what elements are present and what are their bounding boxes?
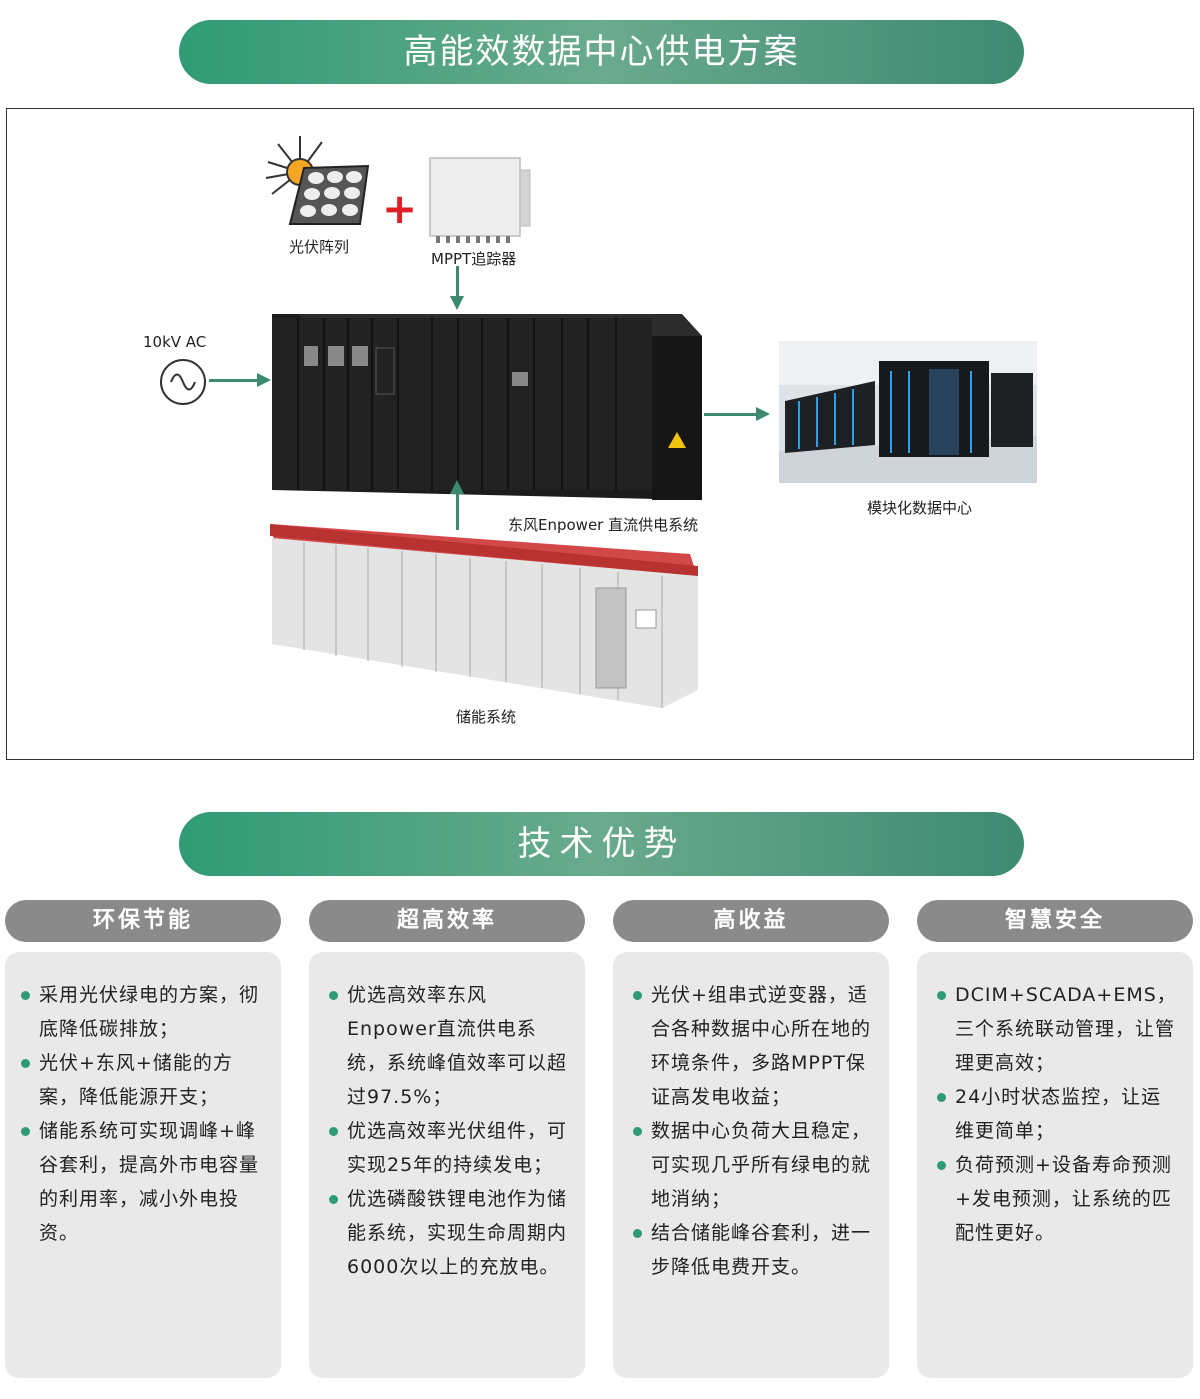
mppt-label: MPPT追踪器 bbox=[431, 250, 517, 268]
list-item: 优选高效率光伏组件，可实现25年的持续发电； bbox=[327, 1114, 571, 1182]
mppt-tracker-image bbox=[429, 157, 531, 243]
datacenter-image bbox=[779, 341, 1037, 483]
arrow-mppt-to-dc bbox=[450, 266, 464, 310]
col-heading-smart-safety: 智慧安全 bbox=[917, 900, 1193, 942]
diagram-frame bbox=[6, 108, 1194, 760]
list-item: 优选磷酸铁锂电池作为储能系统，实现生命周期内6000次以上的充放电。 bbox=[327, 1182, 571, 1284]
ac-label: 10kV AC bbox=[143, 333, 207, 351]
energy-storage-image bbox=[270, 524, 698, 708]
col-body-efficiency: 优选高效率东风Enpower直流供电系统，系统峰值效率可以超过97.5%； 优选… bbox=[309, 952, 585, 1378]
dc-system-label: 东风Enpower 直流供电系统 bbox=[508, 516, 699, 534]
arrow-storage-to-dc bbox=[450, 480, 464, 530]
storage-label: 储能系统 bbox=[456, 708, 517, 726]
advantages-title: 技术优势 bbox=[517, 824, 686, 864]
list-item: 光伏+组串式逆变器，适合各种数据中心所在地的环境条件，多路MPPT保证高发电收益… bbox=[631, 978, 875, 1114]
arrow-ac-to-dc bbox=[209, 373, 271, 387]
col-heading-revenue: 高收益 bbox=[613, 900, 889, 942]
dc-power-cabinet-image bbox=[272, 314, 702, 500]
list-item: 优选高效率东风Enpower直流供电系统，系统峰值效率可以超过97.5%； bbox=[327, 978, 571, 1114]
col-heading-efficiency: 超高效率 bbox=[309, 900, 585, 942]
list-item: 光伏+东风+储能的方案，降低能源开支； bbox=[19, 1046, 267, 1114]
col-body-revenue: 光伏+组串式逆变器，适合各种数据中心所在地的环境条件，多路MPPT保证高发电收益… bbox=[613, 952, 889, 1378]
list-item: 结合储能峰谷套利，进一步降低电费开支。 bbox=[631, 1216, 875, 1284]
pv-label: 光伏阵列 bbox=[289, 238, 350, 256]
list-item: 采用光伏绿电的方案，彻底降低碳排放； bbox=[19, 978, 267, 1046]
plus-icon: + bbox=[382, 184, 418, 233]
arrow-dc-to-datacenter bbox=[704, 407, 770, 421]
list-item: DCIM+SCADA+EMS，三个系统联动管理，让管理更高效； bbox=[935, 978, 1179, 1080]
list-item: 数据中心负荷大且稳定，可实现几乎所有绿电的就地消纳； bbox=[631, 1114, 875, 1216]
ac-source-icon bbox=[160, 359, 206, 405]
list-item: 负荷预测+设备寿命预测+发电预测，让系统的匹配性更好。 bbox=[935, 1148, 1179, 1250]
solar-panel-icon bbox=[265, 136, 370, 225]
col-heading-eco: 环保节能 bbox=[5, 900, 281, 942]
list-item: 24小时状态监控，让运维更简单； bbox=[935, 1080, 1179, 1148]
list-item: 储能系统可实现调峰+峰谷套利，提高外市电容量的利用率，减小外电投资。 bbox=[19, 1114, 267, 1250]
col-body-smart-safety: DCIM+SCADA+EMS，三个系统联动管理，让管理更高效； 24小时状态监控… bbox=[917, 952, 1193, 1378]
page-title: 高能效数据中心供电方案 bbox=[403, 32, 800, 72]
advantages-banner: 技术优势 bbox=[179, 812, 1024, 876]
datacenter-label: 模块化数据中心 bbox=[867, 499, 973, 517]
page-title-banner: 高能效数据中心供电方案 bbox=[179, 20, 1024, 84]
col-body-eco: 采用光伏绿电的方案，彻底降低碳排放； 光伏+东风+储能的方案，降低能源开支； 储… bbox=[5, 952, 281, 1378]
